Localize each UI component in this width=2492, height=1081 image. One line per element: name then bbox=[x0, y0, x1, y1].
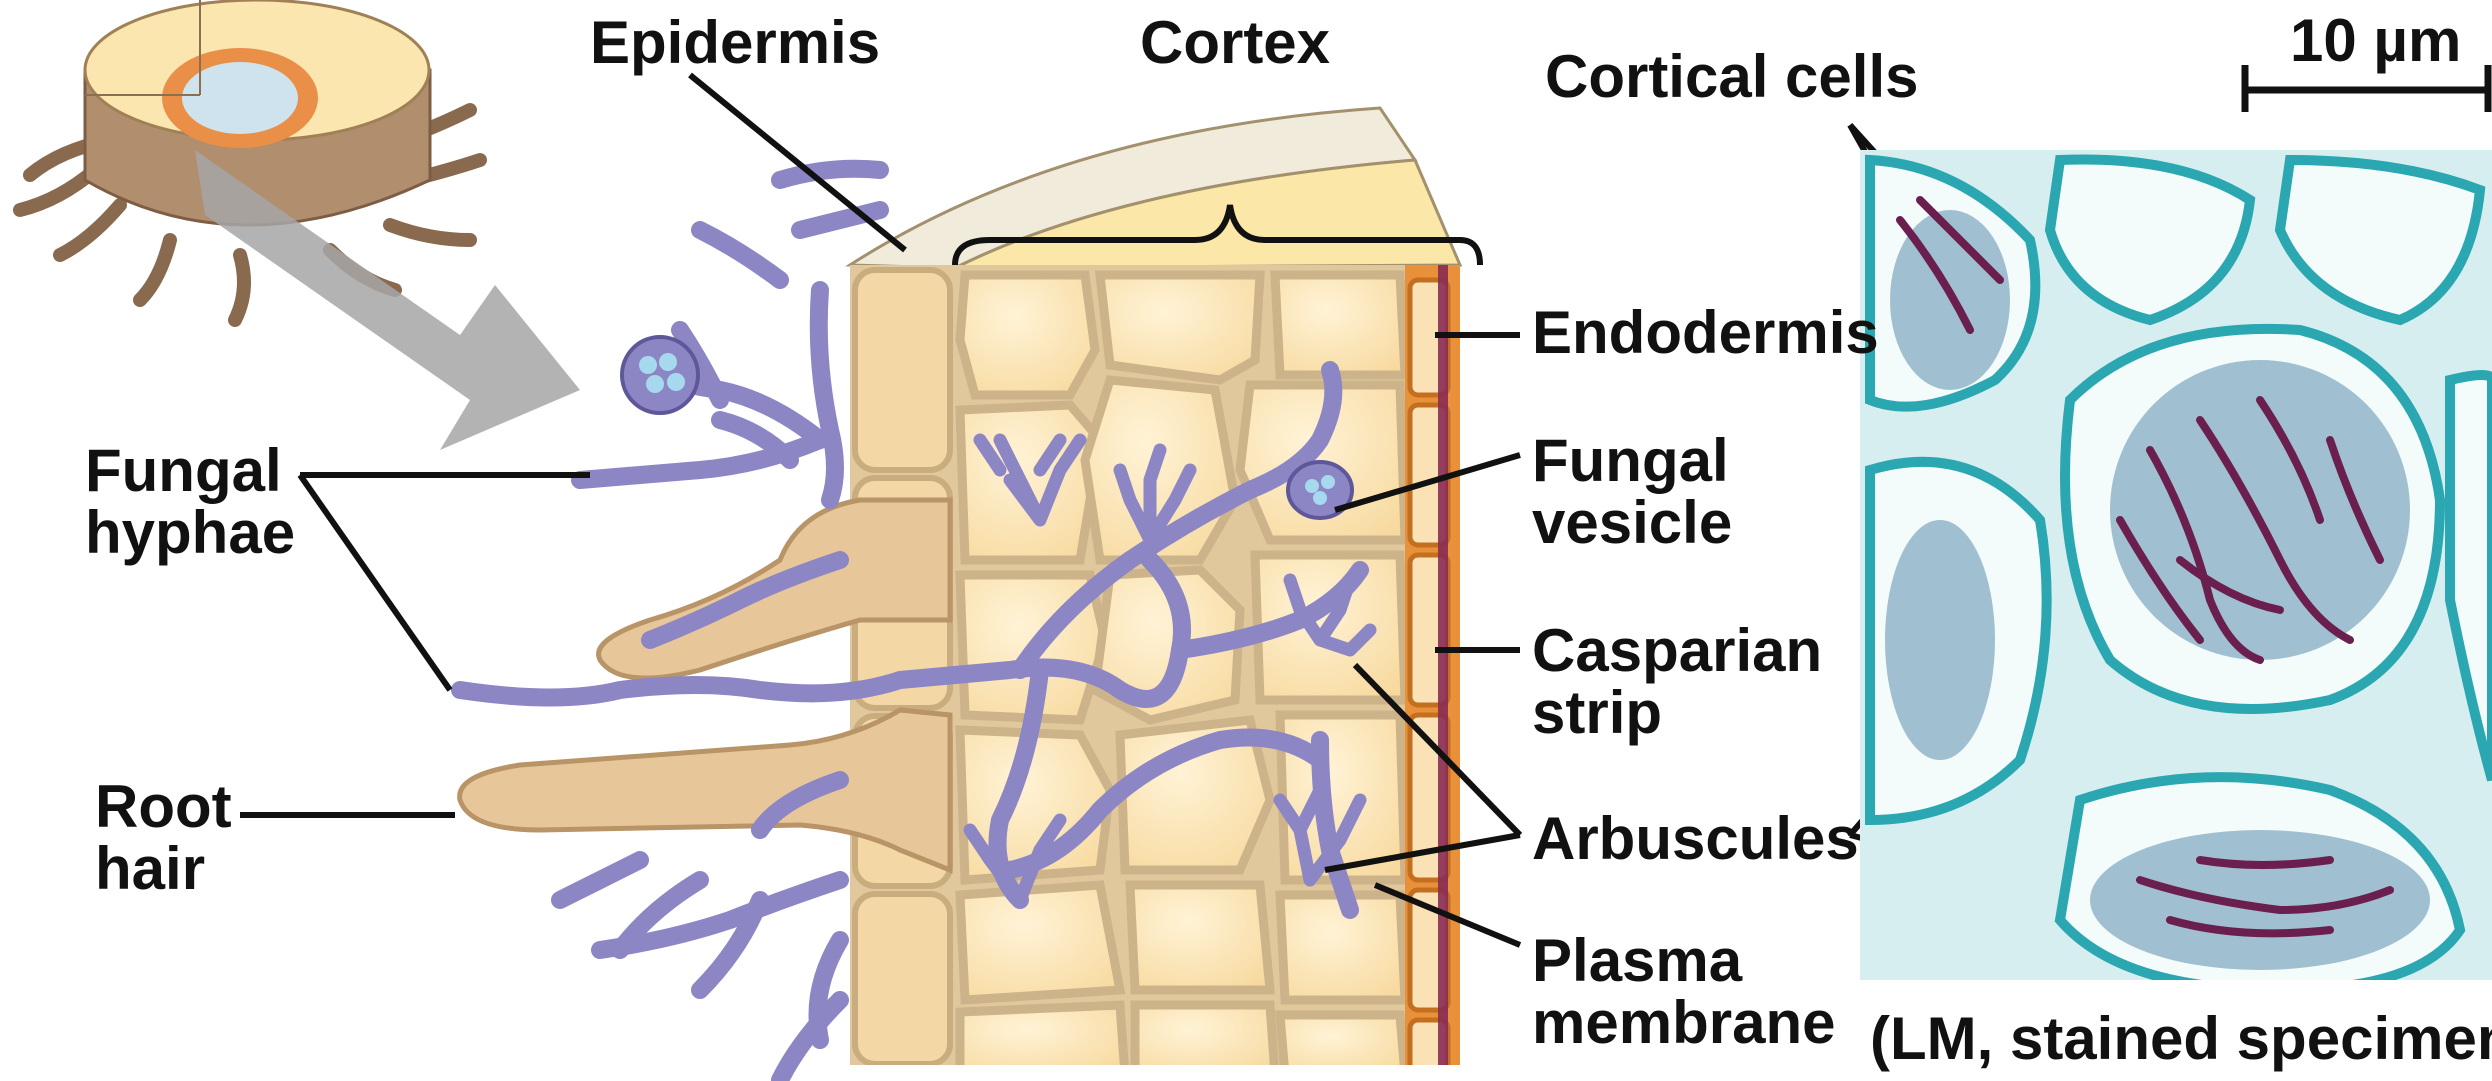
label-scale-bar: 10 µm bbox=[2290, 10, 2461, 72]
light-micrograph bbox=[1860, 150, 2492, 990]
label-casparian-strip-line1: Casparian bbox=[1532, 620, 1822, 682]
label-fungal-hyphae-line2: hyphae bbox=[85, 502, 295, 564]
label-arbuscules: Arbuscules bbox=[1532, 808, 1859, 870]
label-fungal-hyphae: Fungal hyphae bbox=[85, 440, 295, 564]
root-section-inset bbox=[20, 0, 480, 320]
label-endodermis: Endodermis bbox=[1532, 302, 1879, 364]
label-plasma-membrane-line2: membrane bbox=[1532, 992, 1835, 1054]
label-micrograph-caption: (LM, stained specimen) bbox=[1870, 1008, 2492, 1070]
label-root-hair-line1: Root bbox=[95, 776, 232, 838]
root-surface-top bbox=[850, 108, 1460, 268]
label-fungal-vesicle: Fungal vesicle bbox=[1532, 430, 1732, 554]
label-plasma-membrane-line1: Plasma bbox=[1532, 930, 1835, 992]
label-fungal-hyphae-line1: Fungal bbox=[85, 440, 295, 502]
label-cortical-cells: Cortical cells bbox=[1545, 46, 1919, 108]
label-epidermis: Epidermis bbox=[590, 12, 880, 74]
label-plasma-membrane: Plasma membrane bbox=[1532, 930, 1835, 1054]
label-casparian-strip-line2: strip bbox=[1532, 682, 1822, 744]
label-cortex: Cortex bbox=[1140, 12, 1330, 74]
label-fungal-vesicle-line2: vesicle bbox=[1532, 492, 1732, 554]
label-fungal-vesicle-line1: Fungal bbox=[1532, 430, 1732, 492]
label-root-hair-line2: hair bbox=[95, 838, 232, 900]
label-casparian-strip: Casparian strip bbox=[1532, 620, 1822, 744]
label-root-hair: Root hair bbox=[95, 776, 232, 900]
